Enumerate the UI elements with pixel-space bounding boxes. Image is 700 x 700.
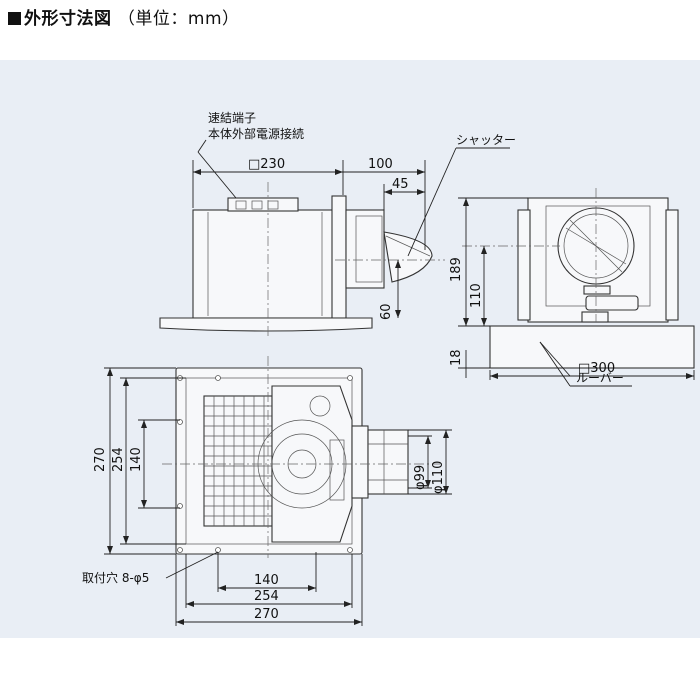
label-terminal-1: 速結端子 (208, 111, 256, 125)
label-shutter: シャッター (456, 133, 516, 147)
plan-grille (203, 395, 273, 527)
side-louver (489, 325, 695, 369)
label-terminal-2: 本体外部電源接続 (208, 126, 304, 141)
plan-duct (367, 429, 409, 495)
title-bullet-square (8, 12, 21, 25)
dim-top-duct-depth: 45 (392, 177, 409, 192)
side-view: 189 110 18 □300 ルーバー (449, 188, 695, 387)
label-mount-holes: 取付穴 8-φ5 (82, 570, 149, 585)
page-title: 外形寸法図 （単位：mm） (8, 4, 240, 29)
title-main: 外形寸法図 (24, 9, 112, 29)
dim-side-louver-size: □300 (578, 361, 615, 376)
label-louver: ルーバー (576, 371, 624, 385)
dim-top-duct-height: 60 (379, 303, 394, 320)
dim-plan-width-mid: 254 (254, 589, 279, 604)
dim-side-louver-thickness: 18 (449, 349, 464, 366)
dim-plan-width-inner: 140 (254, 573, 279, 588)
plan-duct-flange (351, 425, 369, 499)
side-flange (331, 195, 347, 319)
dim-plan-height-inner: 140 (129, 447, 144, 472)
duct-outlet (345, 209, 385, 289)
title-unit: （単位：mm） (117, 9, 240, 29)
dim-plan-height-mid: 254 (111, 447, 126, 472)
plan-view: 270 254 140 φ99 (82, 356, 452, 626)
dimension-drawing: □230 100 45 60 速結端子 本体外部電源接続 シャッター (82, 111, 695, 626)
dim-plan-height-outer: 270 (93, 447, 108, 472)
dim-duct-dia-outer: φ110 (431, 461, 446, 494)
shutter-flap (383, 231, 433, 283)
front-louver (159, 317, 373, 332)
dim-plan-width-outer: 270 (254, 607, 279, 622)
dim-side-duct-center: 110 (469, 283, 484, 308)
dim-duct-dia-inner: φ99 (413, 465, 428, 490)
dim-top-body-width: □230 (248, 157, 285, 172)
dim-top-duct-offset: 100 (368, 157, 393, 172)
dim-side-height: 189 (449, 257, 464, 282)
front-view: □230 100 45 60 速結端子 本体外部電源接続 シャッター (159, 111, 516, 336)
grille-pattern (204, 396, 272, 526)
drawing-panel: □230 100 45 60 速結端子 本体外部電源接続 シャッター (0, 60, 700, 638)
